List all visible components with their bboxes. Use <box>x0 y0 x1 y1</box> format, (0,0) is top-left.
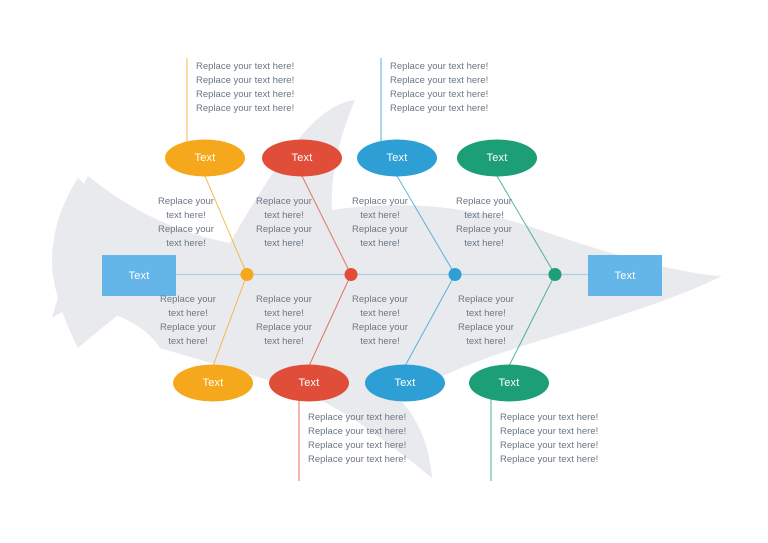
spine-dot-2[interactable] <box>344 268 358 281</box>
node-bottom-2[interactable]: Text <box>269 365 349 402</box>
node-bottom-2-shape[interactable] <box>269 364 349 402</box>
node-top-1-label: Text <box>194 152 216 164</box>
head-box-label: Text <box>614 269 636 282</box>
node-bottom-3-shape[interactable] <box>365 364 445 402</box>
bone-top-1 <box>204 175 248 275</box>
node-top-4[interactable]: Text <box>457 140 537 177</box>
spine-dot-3[interactable] <box>448 268 462 281</box>
node-top-2-shape[interactable] <box>262 139 342 177</box>
node-top-4-label: Text <box>486 152 508 164</box>
node-bottom-1-label: Text <box>202 377 224 389</box>
bone-bottom-1 <box>212 274 248 367</box>
node-bottom-1-shape[interactable] <box>173 364 253 402</box>
outer-text-bottom-4[interactable]: Replace your text here! Replace your tex… <box>500 412 599 465</box>
outer-text-bottom-2[interactable]: Replace your text here! Replace your tex… <box>308 412 407 465</box>
bone-bottom-3 <box>404 274 456 367</box>
inner-text-top-2[interactable]: Replace your text here! Replace your tex… <box>256 196 312 249</box>
inner-text-top-4[interactable]: Replace your text here! Replace your tex… <box>456 196 512 249</box>
node-bottom-3-label: Text <box>394 377 416 389</box>
node-top-1-shape[interactable] <box>165 139 245 177</box>
node-top-3-shape[interactable] <box>357 139 437 177</box>
outer-text-top-3[interactable]: Replace your text here! Replace your tex… <box>390 61 489 114</box>
node-top-1[interactable]: Text <box>165 140 245 177</box>
bone-bottom-2 <box>308 274 352 367</box>
outer-text-top-1[interactable]: Replace your text here! Replace your tex… <box>196 61 295 114</box>
spine-dot-1[interactable] <box>240 268 254 281</box>
node-top-4-shape[interactable] <box>457 139 537 177</box>
node-top-2-label: Text <box>291 152 313 164</box>
bone-top-2 <box>301 175 352 275</box>
node-bottom-2-label: Text <box>298 377 320 389</box>
fish-body-shape <box>52 100 722 478</box>
tail-box-label: Text <box>128 269 150 282</box>
inner-text-bottom-1[interactable]: Replace your text here! Replace your tex… <box>160 294 216 347</box>
inner-text-top-3[interactable]: Replace your text here! Replace your tex… <box>352 196 408 249</box>
node-bottom-3[interactable]: Text <box>365 365 445 402</box>
inner-text-bottom-4[interactable]: Replace your text here! Replace your tex… <box>458 294 514 347</box>
inner-text-bottom-2[interactable]: Replace your text here! Replace your tex… <box>256 294 312 347</box>
head-box[interactable]: Text <box>588 255 662 296</box>
bone-bottom-4 <box>508 274 556 367</box>
node-bottom-1[interactable]: Text <box>173 365 253 402</box>
node-top-3-label: Text <box>386 152 408 164</box>
bone-top-3 <box>396 175 456 275</box>
inner-text-bottom-3[interactable]: Replace your text here! Replace your tex… <box>352 294 408 347</box>
node-bottom-4-shape[interactable] <box>469 364 549 402</box>
spine-dot-4[interactable] <box>548 268 562 281</box>
node-top-3[interactable]: Text <box>357 140 437 177</box>
inner-text-top-1[interactable]: Replace your text here! Replace your tex… <box>158 196 214 249</box>
bone-top-4 <box>496 175 556 275</box>
node-top-2[interactable]: Text <box>262 140 342 177</box>
node-bottom-4-label: Text <box>498 377 520 389</box>
tail-box[interactable]: Text <box>102 255 176 296</box>
node-bottom-4[interactable]: Text <box>469 365 549 402</box>
